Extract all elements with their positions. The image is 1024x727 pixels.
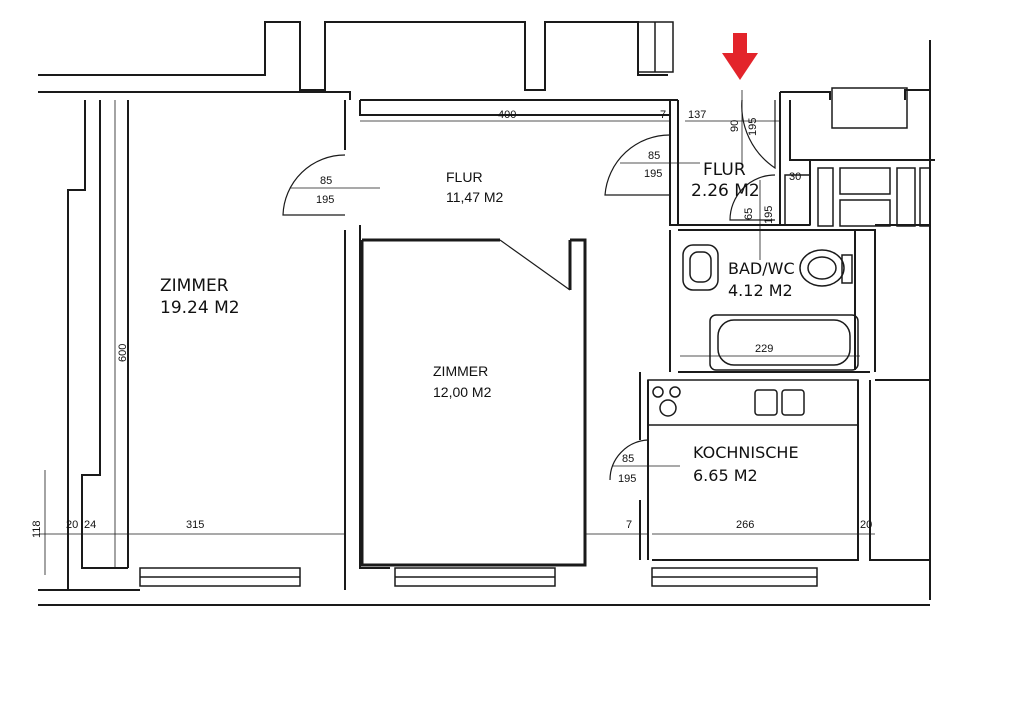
dim-7-bottom: 7 (626, 519, 632, 531)
windows (139, 21, 908, 587)
dim-266: 266 (736, 519, 754, 531)
down-arrow-icon (722, 33, 758, 80)
dim-118: 118 (31, 520, 43, 538)
cabinets (784, 167, 931, 227)
bad-name: BAD/WC (728, 259, 795, 278)
interior-walls (360, 238, 587, 567)
dim-600: 600 (117, 344, 129, 362)
dim-195-bad: 195 (763, 206, 775, 224)
dim-195-top: 195 (747, 118, 759, 136)
dim-195-flur: 195 (644, 168, 662, 180)
dim-400: 400 (498, 109, 516, 121)
dim-85-flur: 85 (648, 150, 660, 162)
flur-main-area: 11,47 M2 (446, 189, 504, 205)
dimension-lines (40, 90, 875, 575)
dim-229: 229 (755, 343, 773, 355)
dim-65: 65 (743, 208, 755, 220)
flur-small-name: FLUR (703, 160, 746, 180)
dim-20-left: 20 (66, 519, 78, 531)
dim-315: 315 (186, 519, 204, 531)
bathroom-fixtures (682, 244, 859, 371)
kitchen-fixtures (647, 379, 859, 426)
arrow-shaft (733, 33, 747, 55)
kochnische-area: 6.65 M2 (693, 466, 758, 485)
zimmer-mid-area: 12,00 M2 (433, 384, 492, 400)
zimmer-left-name: ZIMMER (160, 276, 229, 296)
dim-195-left: 195 (316, 194, 334, 206)
flur-main-name: FLUR (446, 169, 483, 185)
walls (38, 21, 935, 606)
dim-20-right: 20 (860, 519, 872, 531)
zimmer-left-area: 19.24 M2 (160, 298, 240, 318)
kochnische-name: KOCHNISCHE (693, 443, 799, 462)
flur-small-area: 2.26 M2 (691, 181, 760, 201)
dim-24: 24 (84, 519, 96, 531)
dim-90: 90 (729, 120, 741, 132)
bad-area: 4.12 M2 (728, 281, 793, 300)
dim-85-left: 85 (320, 175, 332, 187)
dim-195-koch: 195 (618, 473, 636, 485)
dim-85-koch: 85 (622, 453, 634, 465)
dim-137: 137 (688, 109, 706, 121)
door-swing (499, 239, 571, 291)
dim-30: 30 (789, 171, 801, 183)
arrow-head (722, 53, 758, 80)
dim-7-top: 7 (660, 109, 666, 121)
zimmer-mid-name: ZIMMER (433, 363, 488, 379)
